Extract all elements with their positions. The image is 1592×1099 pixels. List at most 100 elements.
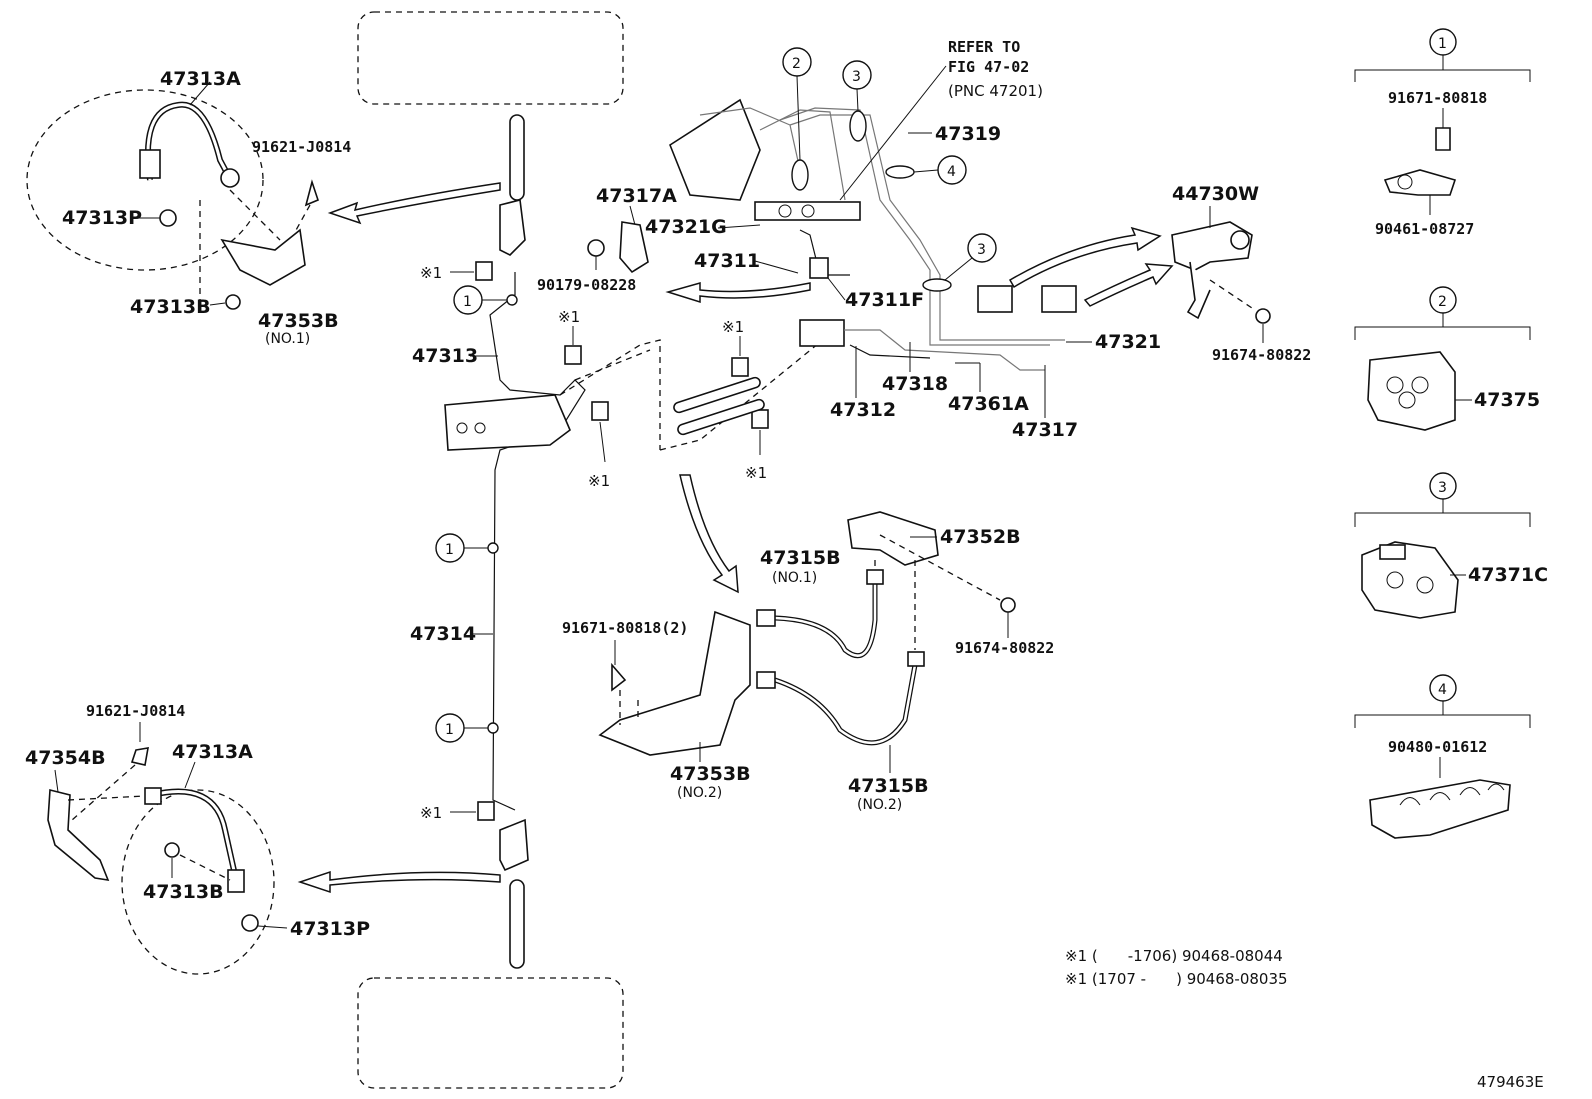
key-3-clamp-47371C xyxy=(1361,541,1459,619)
label-47313: 47313 xyxy=(412,345,478,367)
svg-text:1: 1 xyxy=(445,722,454,738)
label-47352B: 47352B xyxy=(940,526,1021,548)
bolt-47313B-bottom xyxy=(164,842,180,858)
clip-marker-5: ※1 xyxy=(745,409,769,482)
label-47313A-bottom: 47313A xyxy=(172,741,253,763)
key-1-bolt-label: 91671-80818 xyxy=(1388,89,1487,107)
clip-marker-2: ※1 xyxy=(558,308,582,365)
detail-circle-top xyxy=(26,89,264,271)
clip-marker-4: ※1 xyxy=(722,318,749,377)
label-47312: 47312 xyxy=(830,399,896,421)
actuator-44730W xyxy=(1171,221,1271,324)
clip-47313P-top xyxy=(159,209,177,227)
label-no2-a: (NO.2) xyxy=(677,785,722,801)
small-bracket-lower xyxy=(499,818,529,872)
bolt-91674-mid xyxy=(1000,597,1016,613)
label-47361A: 47361A xyxy=(948,393,1029,415)
footnote-1: ※1 ( -1706) 90468-08044 xyxy=(1065,947,1283,965)
clip-marker-1: ※1 xyxy=(420,261,493,282)
svg-text:1: 1 xyxy=(445,542,454,558)
refer-to-line3: (PNC 47201) xyxy=(948,82,1043,100)
label-47315B-no1: 47315B xyxy=(760,547,841,569)
clamp-3-ring-top xyxy=(849,110,867,142)
callout-3-top: 3 xyxy=(842,60,872,112)
bracket-plate-center xyxy=(444,394,571,451)
clip-marker-3: ※1 xyxy=(588,401,610,490)
vehicle-reference-box-bottom xyxy=(357,977,624,1089)
union-47311F xyxy=(809,257,829,279)
bolt-91621-top xyxy=(304,179,319,207)
master-cylinder-area xyxy=(669,98,1077,371)
arrow-to-actuator-2 xyxy=(1083,263,1174,307)
svg-text:2: 2 xyxy=(1438,294,1447,310)
bracket-47354B xyxy=(47,788,110,882)
front-left-hose-group xyxy=(26,81,319,310)
bracket-47317A xyxy=(619,221,649,274)
label-47315B-no2: 47315B xyxy=(848,775,929,797)
refer-to-line1: REFER TO xyxy=(948,38,1020,56)
label-47321: 47321 xyxy=(1095,331,1161,353)
label-47313A-top: 47313A xyxy=(160,68,241,90)
label-47321G: 47321G xyxy=(645,216,727,238)
brake-tube-upper xyxy=(509,114,525,201)
key-4-clamp-90480 xyxy=(1369,779,1511,839)
key-1-clamp-label: 90461-08727 xyxy=(1375,220,1474,238)
tube-pair-a xyxy=(673,376,761,414)
bracket-47353B-top xyxy=(220,228,306,286)
key-4-label: 90480-01612 xyxy=(1388,738,1487,756)
label-91674-right: 91674-80822 xyxy=(1212,346,1311,364)
vehicle-reference-box-top xyxy=(357,11,624,105)
brake-tube-lower xyxy=(509,879,525,969)
label-47313P-top: 47313P xyxy=(62,207,142,229)
rear-hose-group xyxy=(598,511,1016,756)
svg-text:※1: ※1 xyxy=(722,318,744,336)
footnote-2: ※1 (1707 - ) 90468-08035 xyxy=(1065,970,1288,988)
svg-text:4: 4 xyxy=(947,164,956,180)
svg-text:※1: ※1 xyxy=(558,308,580,326)
svg-text:2: 2 xyxy=(792,56,801,72)
arrow-to-47317A xyxy=(665,282,811,304)
bolt-91674-right xyxy=(1255,308,1271,324)
small-bracket-upper xyxy=(499,199,526,256)
svg-text:※1: ※1 xyxy=(745,464,767,482)
clamp-2-ring xyxy=(791,159,809,191)
label-47317A: 47317A xyxy=(596,185,677,207)
callout-2-top: 2 xyxy=(782,47,812,161)
booster-bracket xyxy=(669,98,761,201)
key-2: 2 47375 xyxy=(1354,286,1540,431)
clamp-4-ring xyxy=(885,165,915,179)
svg-text:1: 1 xyxy=(1438,36,1447,52)
label-91621-top: 91621-J0814 xyxy=(252,138,351,156)
rear-left-hose-group xyxy=(47,747,275,975)
svg-text:4: 4 xyxy=(1438,682,1447,698)
clip-marker-6: ※1 xyxy=(420,801,495,822)
bolt-90179 xyxy=(587,239,605,257)
label-47311F: 47311F xyxy=(845,289,924,311)
key-3: 3 47371C xyxy=(1354,472,1548,619)
tube-pair-b xyxy=(677,398,765,436)
svg-text:1: 1 xyxy=(463,294,472,310)
label-91671-x2: 91671-80818(2) xyxy=(562,619,688,637)
key-legend: 1 91671-80818 90461-08727 2 47375 xyxy=(1354,28,1548,839)
junction-block-1 xyxy=(977,285,1013,313)
svg-text:3: 3 xyxy=(977,242,986,258)
label-47313B-bottom: 47313B xyxy=(143,881,224,903)
svg-text:3: 3 xyxy=(852,69,861,85)
refer-to-line2: FIG 47-02 xyxy=(948,58,1029,76)
label-47314: 47314 xyxy=(410,623,476,645)
label-47311: 47311 xyxy=(694,250,760,272)
main-brake-line xyxy=(489,272,836,811)
key-4: 4 90480-01612 xyxy=(1354,674,1531,839)
label-90179: 90179-08228 xyxy=(537,276,636,294)
label-47313P-bottom: 47313P xyxy=(290,918,370,940)
clip-47313P-bottom xyxy=(241,914,259,932)
junction-block-47312 xyxy=(799,319,845,347)
illustration-code: 479463E xyxy=(1477,1073,1544,1091)
callout-1-upper: 1 xyxy=(453,285,507,315)
label-91621-bottom: 91621-J0814 xyxy=(86,702,185,720)
callout-3-mid: 3 xyxy=(944,233,997,281)
svg-text:3: 3 xyxy=(1438,480,1447,496)
bracket-47353B-rear xyxy=(598,610,751,756)
svg-text:※1: ※1 xyxy=(588,472,610,490)
